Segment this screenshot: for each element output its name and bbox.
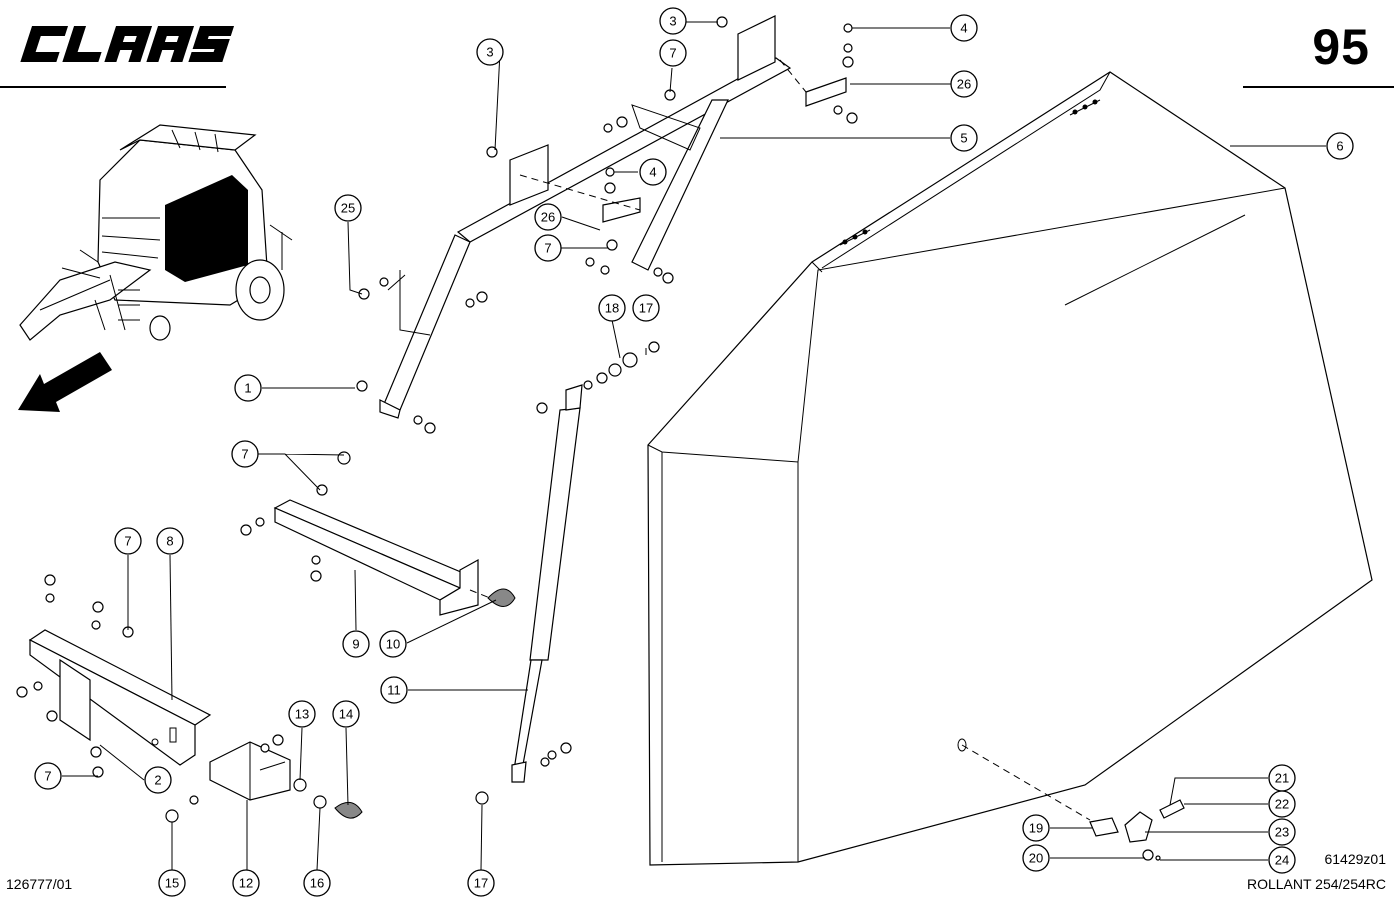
- svg-text:12: 12: [239, 876, 253, 891]
- svg-text:24: 24: [1275, 853, 1289, 868]
- svg-text:5: 5: [960, 131, 967, 146]
- callout-15: 15: [158, 869, 186, 897]
- callout-6: 6: [1326, 132, 1354, 160]
- svg-text:1: 1: [244, 381, 251, 396]
- svg-text:8: 8: [166, 534, 173, 549]
- callout-22: 22: [1268, 790, 1296, 818]
- svg-text:18: 18: [605, 301, 619, 316]
- callout-11: 11: [380, 676, 408, 704]
- callout-12: 12: [232, 869, 260, 897]
- callout-16: 16: [303, 869, 331, 897]
- page-number: 95: [1312, 19, 1370, 75]
- svg-text:16: 16: [310, 876, 324, 891]
- callout-3: 3: [476, 38, 504, 66]
- callout-4: 4: [950, 14, 978, 42]
- bracket-9: [273, 499, 516, 616]
- callout-25: 25: [334, 194, 362, 222]
- model-name: ROLLANT 254/254RC: [1246, 876, 1386, 892]
- gas-strut: [511, 384, 583, 783]
- callout-17: 17: [632, 294, 660, 322]
- callout-23: 23: [1268, 818, 1296, 846]
- callout-20: 20: [1022, 844, 1050, 872]
- callout-14: 14: [332, 700, 360, 728]
- callout-7: 7: [534, 234, 562, 262]
- callout-7: 7: [34, 762, 62, 790]
- callout-9: 9: [342, 630, 370, 658]
- svg-text:26: 26: [541, 210, 555, 225]
- svg-text:9: 9: [352, 637, 359, 652]
- svg-text:11: 11: [387, 683, 401, 698]
- bracket-12: [209, 741, 291, 801]
- header-rule-right: [1243, 86, 1394, 88]
- callout-17: 17: [467, 869, 495, 897]
- claas-logo-icon: [20, 26, 234, 62]
- callout-1: 1: [234, 374, 262, 402]
- callout-4: 4: [639, 158, 667, 186]
- callout-5: 5: [950, 124, 978, 152]
- callout-13: 13: [288, 700, 316, 728]
- cover-panel: [647, 71, 1373, 866]
- svg-text:25: 25: [341, 201, 355, 216]
- svg-text:2: 2: [154, 773, 161, 788]
- callout-3: 3: [659, 7, 687, 35]
- svg-text:7: 7: [544, 241, 551, 256]
- baler-overview-icon: [19, 124, 293, 341]
- callout-18: 18: [598, 294, 626, 322]
- callout-8: 8: [156, 527, 184, 555]
- svg-text:19: 19: [1029, 821, 1043, 836]
- callout-21: 21: [1268, 764, 1296, 792]
- svg-text:23: 23: [1275, 825, 1289, 840]
- callout-7: 7: [659, 39, 687, 67]
- bracket-8: [28, 629, 212, 766]
- svg-text:22: 22: [1275, 797, 1289, 812]
- svg-text:6: 6: [1336, 139, 1343, 154]
- svg-text:7: 7: [124, 534, 131, 549]
- callout-24: 24: [1268, 846, 1296, 874]
- callout-7: 7: [231, 440, 259, 468]
- svg-text:7: 7: [241, 447, 248, 462]
- support-frame: [379, 15, 847, 419]
- svg-text:3: 3: [486, 45, 493, 60]
- svg-text:7: 7: [669, 46, 676, 61]
- callout-19: 19: [1022, 814, 1050, 842]
- callout-2: 2: [144, 766, 172, 794]
- svg-text:10: 10: [386, 637, 400, 652]
- svg-text:15: 15: [165, 876, 179, 891]
- leader-lines: [62, 21, 1326, 871]
- figure-code: 61429z01: [1324, 851, 1386, 867]
- fasteners: [16, 16, 1185, 861]
- direction-arrow-icon: [18, 352, 112, 412]
- svg-text:14: 14: [339, 707, 353, 722]
- svg-text:4: 4: [960, 21, 967, 36]
- svg-text:21: 21: [1275, 771, 1289, 786]
- document-number: 126777/01: [6, 876, 73, 892]
- svg-text:26: 26: [957, 77, 971, 92]
- svg-text:4: 4: [649, 165, 656, 180]
- svg-text:3: 3: [669, 14, 676, 29]
- svg-text:7: 7: [44, 769, 51, 784]
- svg-text:13: 13: [295, 707, 309, 722]
- callout-10: 10: [379, 630, 407, 658]
- svg-text:20: 20: [1029, 851, 1043, 866]
- svg-text:17: 17: [474, 876, 488, 891]
- callout-26: 26: [950, 70, 978, 98]
- callout-26: 26: [534, 203, 562, 231]
- callout-7: 7: [114, 527, 142, 555]
- header-rule-left: [0, 86, 226, 88]
- svg-text:17: 17: [639, 301, 653, 316]
